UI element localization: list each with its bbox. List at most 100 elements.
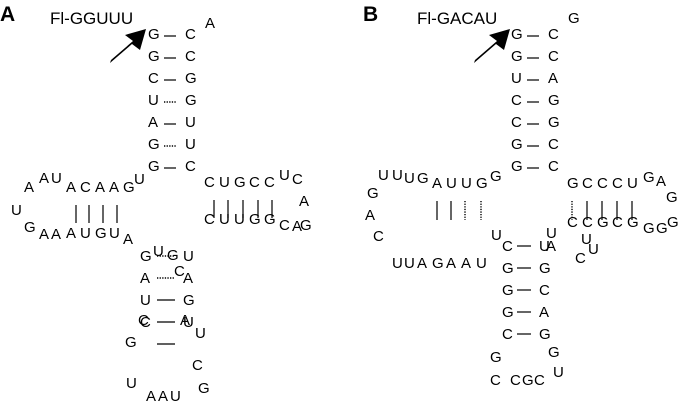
nucleotide: U	[183, 314, 194, 331]
nucleotide: G	[511, 136, 523, 153]
nucleotide: C	[204, 174, 215, 191]
nucleotide: U	[195, 325, 206, 342]
nucleotide: G	[667, 214, 679, 231]
nucleotide: U	[392, 167, 403, 184]
nucleotide: U	[185, 114, 196, 131]
nucleotide: G	[148, 26, 160, 43]
nucleotide: G	[539, 260, 551, 277]
nucleotide: U	[461, 175, 472, 192]
nucleotide: G	[95, 225, 107, 242]
nucleotide: A	[539, 304, 549, 321]
nucleotide: C	[174, 263, 185, 280]
nucleotide: A	[66, 179, 76, 196]
nucleotide: U	[446, 175, 457, 192]
nucleotide: A	[461, 255, 471, 272]
nucleotide: C	[567, 214, 578, 231]
nucleotide: C	[373, 228, 384, 245]
nucleotide: G	[502, 260, 514, 277]
nucleotide: U	[588, 241, 599, 258]
nucleotide: G	[502, 282, 514, 299]
nucleotide: G	[198, 380, 210, 397]
nucleotide: U	[11, 202, 22, 219]
nucleotide: G	[490, 168, 502, 185]
nucleotide: G	[627, 214, 639, 231]
nucleotide: A	[148, 114, 158, 131]
nucleotide: G	[511, 26, 523, 43]
nucleotide: A	[183, 270, 193, 287]
nucleotide: C	[192, 357, 203, 374]
nucleotide: U	[185, 136, 196, 153]
nucleotide: A	[548, 70, 558, 87]
nucleotide: U	[109, 225, 120, 242]
nucleotide: G	[300, 217, 312, 234]
nucleotide: C	[511, 114, 522, 131]
nucleotide: G	[539, 326, 551, 343]
nucleotide: G	[24, 219, 36, 236]
nucleotide: C	[185, 48, 196, 65]
nucleotide: C	[548, 136, 559, 153]
nucleotide: C	[185, 158, 196, 175]
nucleotide: G	[249, 211, 261, 228]
nucleotide: A	[432, 175, 442, 192]
nucleotide: A	[39, 170, 49, 187]
nucleotide: G	[643, 169, 655, 186]
nucleotide: U	[148, 92, 159, 109]
nucleotide: C	[249, 174, 260, 191]
nucleotide: U	[581, 231, 592, 248]
nucleotide: U	[627, 175, 638, 192]
nucleotide: C	[582, 175, 593, 192]
nucleotide: C	[185, 26, 196, 43]
nucleotide: U	[539, 238, 550, 255]
nucleotide: U	[80, 225, 91, 242]
nucleotide: U	[404, 255, 415, 272]
nucleotide: G	[185, 92, 197, 109]
nucleotide: A	[24, 179, 34, 196]
nucleotide: G	[432, 255, 444, 272]
nucleotide: G	[123, 179, 135, 196]
nucleotide: C	[510, 372, 521, 389]
nucleotide: G	[185, 70, 197, 87]
nucleotide: C	[292, 171, 303, 188]
nucleotide: G	[148, 48, 160, 65]
nucleotide: A	[417, 255, 427, 272]
nucleotide: U	[546, 225, 557, 242]
nucleotide: G	[183, 292, 195, 309]
nucleotide: G	[511, 158, 523, 175]
nucleotide: C	[539, 282, 550, 299]
nucleotide: U	[553, 364, 564, 381]
nucleotide: C	[138, 312, 149, 329]
nucleotide: U	[51, 170, 62, 187]
nucleotide: U	[170, 388, 181, 402]
nucleotide: A	[123, 231, 133, 248]
panel-letter: A	[0, 3, 15, 26]
nucleotide: C	[502, 326, 513, 343]
nucleotide: G	[548, 92, 560, 109]
nucleotide: C	[548, 158, 559, 175]
nucleotide: A	[299, 193, 309, 210]
nucleotide: C	[548, 26, 559, 43]
nucleotide: A	[39, 226, 49, 243]
nucleotide: U	[219, 174, 230, 191]
arrow-icon	[474, 29, 510, 63]
nucleotide: U	[491, 227, 502, 244]
nucleotide: G	[125, 334, 137, 351]
nucleotide: C	[264, 174, 275, 191]
nucleotide: G	[597, 214, 609, 231]
nucleotide: C	[511, 92, 522, 109]
nucleotide: U	[378, 167, 389, 184]
nucleotide: A	[66, 225, 76, 242]
nucleotide: C	[534, 372, 545, 389]
nucleotide: A	[180, 312, 190, 329]
nucleotide: C	[582, 214, 593, 231]
nucleotide: C	[204, 211, 215, 228]
nucleotide: G	[666, 189, 678, 206]
nucleotide: A	[656, 173, 666, 190]
nucleotide: C	[575, 250, 586, 267]
nucleotide: C	[612, 175, 623, 192]
nucleotide: G	[656, 220, 668, 237]
nucleotide: U	[126, 375, 137, 392]
nucleotide: G	[511, 48, 523, 65]
nucleotide: A	[365, 207, 375, 224]
